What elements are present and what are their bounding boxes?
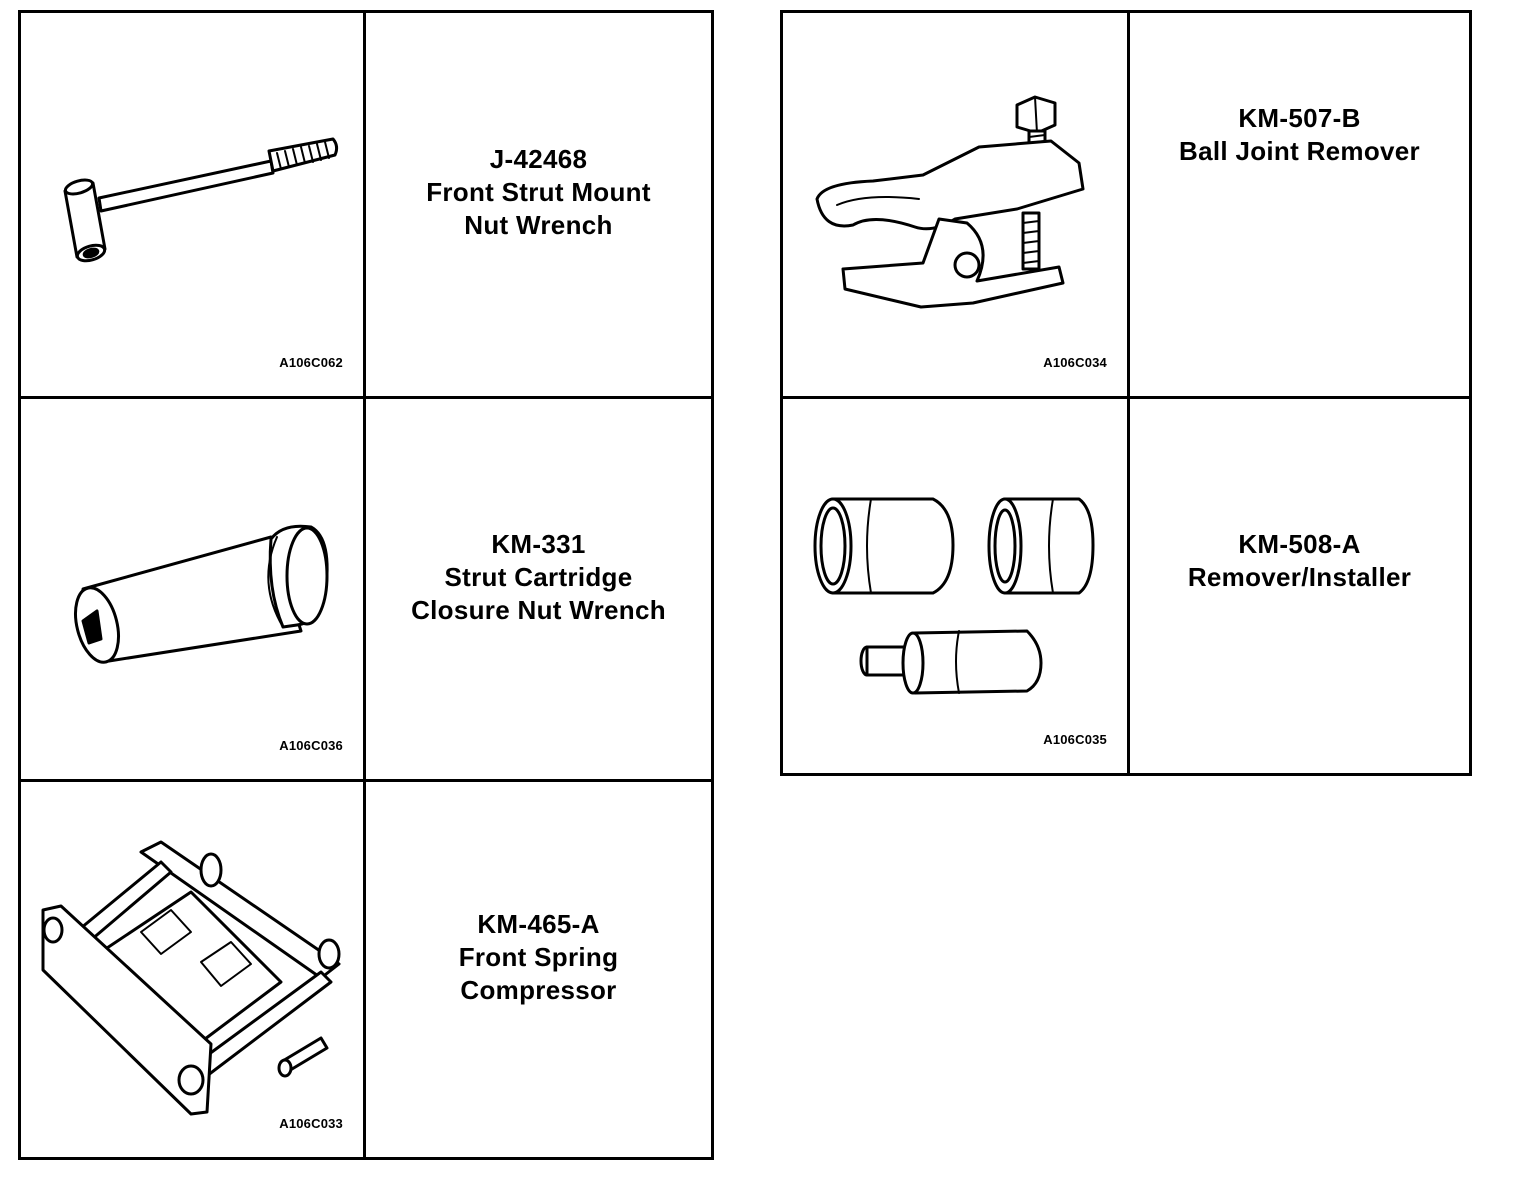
tool-description-line: Ball Joint Remover — [1179, 135, 1420, 166]
tool-description-line: Remover/Installer — [1187, 562, 1412, 592]
t-handle-wrench-icon — [63, 137, 339, 263]
tool-description-line: Compressor — [460, 975, 617, 1005]
tool-label: KM-508-A Remover/Installer — [1130, 399, 1469, 773]
figure-code: A106C035 — [1043, 732, 1107, 747]
remover-installer-icon — [813, 497, 1095, 695]
tool-image-cell: A106C033 — [21, 782, 366, 1157]
tool-row: A106C062 J-42468 Front Strut Mount Nut W… — [21, 13, 711, 396]
tool-label: KM-465-A Front Spring Compressor — [366, 782, 711, 1157]
tool-image-cell: A106C036 — [21, 399, 366, 779]
tool-image-cell: A106C035 — [783, 399, 1130, 773]
figure-code: A106C034 — [1043, 355, 1107, 370]
tool-number: KM-465-A — [477, 909, 600, 939]
tool-row: A106C036 KM-331 Strut Cartridge Closure … — [21, 396, 711, 779]
tool-number: KM-331 — [491, 528, 586, 559]
tool-description-line: Front Spring — [458, 942, 619, 972]
tool-description-line: Strut Cartridge — [444, 561, 633, 592]
tool-label: KM-507-B Ball Joint Remover — [1130, 13, 1469, 396]
tool-description-line: Front Strut Mount — [426, 177, 651, 207]
spring-compressor-icon — [41, 840, 341, 1116]
tool-image-cell: A106C034 — [783, 13, 1130, 396]
ball-joint-remover-icon — [815, 95, 1085, 309]
figure-code: A106C036 — [279, 738, 343, 753]
tool-description-line: Closure Nut Wrench — [411, 594, 666, 625]
tool-number: KM-507-B — [1238, 102, 1361, 133]
figure-code: A106C062 — [279, 355, 343, 370]
tool-number: J-42468 — [489, 144, 588, 174]
tool-row: A106C035 KM-508-A Remover/Installer — [783, 396, 1469, 773]
tool-label: KM-331 Strut Cartridge Closure Nut Wrenc… — [366, 399, 711, 779]
tool-image-cell: A106C062 — [21, 13, 366, 396]
tool-table-left: A106C062 J-42468 Front Strut Mount Nut W… — [18, 10, 714, 1160]
socket-wrench-icon — [74, 524, 329, 664]
tool-label: J-42468 Front Strut Mount Nut Wrench — [366, 13, 711, 396]
tool-description-line: Nut Wrench — [464, 210, 613, 240]
tool-row: A106C034 KM-507-B Ball Joint Remover — [783, 13, 1469, 396]
figure-code: A106C033 — [279, 1116, 343, 1131]
tool-row: A106C033 KM-465-A Front Spring Compresso… — [21, 779, 711, 1157]
tool-number: KM-508-A — [1238, 529, 1361, 559]
tool-table-right: A106C034 KM-507-B Ball Joint Remover — [780, 10, 1472, 776]
